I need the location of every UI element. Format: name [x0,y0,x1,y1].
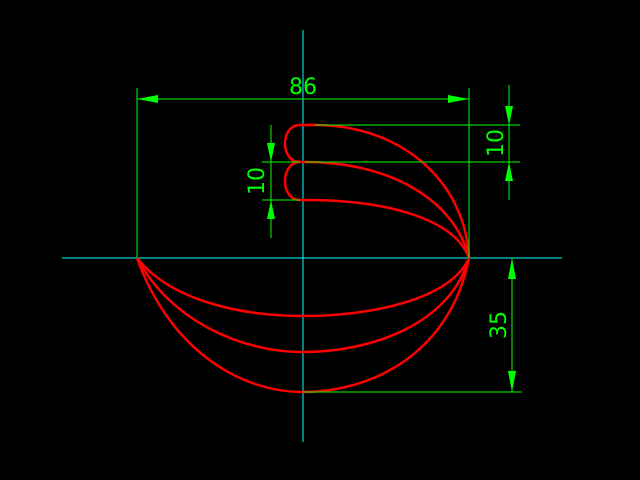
dim-width-arrow-right [448,95,469,103]
lower-arc-middle [135,257,471,354]
dim-depth-arrow-top [508,258,516,279]
lower-arc-inner [136,257,471,318]
dim-topgap-label: 10 [484,129,509,157]
dim-width-arrow-left [137,95,158,103]
dim-width-label: 86 [289,75,317,100]
dim-depth-label: 35 [487,311,512,339]
dim-topgap-arrow-bottom [505,162,513,181]
dim-leftgap-arrow-top [267,143,275,162]
upper-curl-inner [283,160,471,259]
dim-topgap-arrow-top [505,106,513,125]
upper-curl-outer [283,123,471,259]
dim-leftgap-label: 10 [245,167,270,195]
dim-leftgap-arrow-bottom [267,200,275,219]
dim-depth-arrow-bottom [508,371,516,392]
